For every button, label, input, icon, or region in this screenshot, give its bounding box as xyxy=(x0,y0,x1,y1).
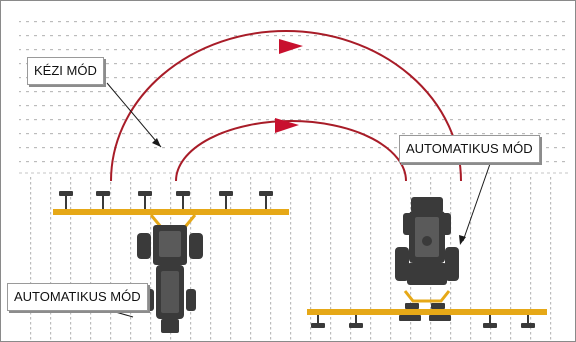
auto-mode-label-right: AUTOMATIKUS MÓD xyxy=(399,135,540,163)
auto-mode-label-left: AUTOMATIKUS MÓD xyxy=(7,283,148,311)
field-guide-lines xyxy=(19,175,569,341)
manual-mode-label: KÉZI MÓD xyxy=(27,57,104,85)
